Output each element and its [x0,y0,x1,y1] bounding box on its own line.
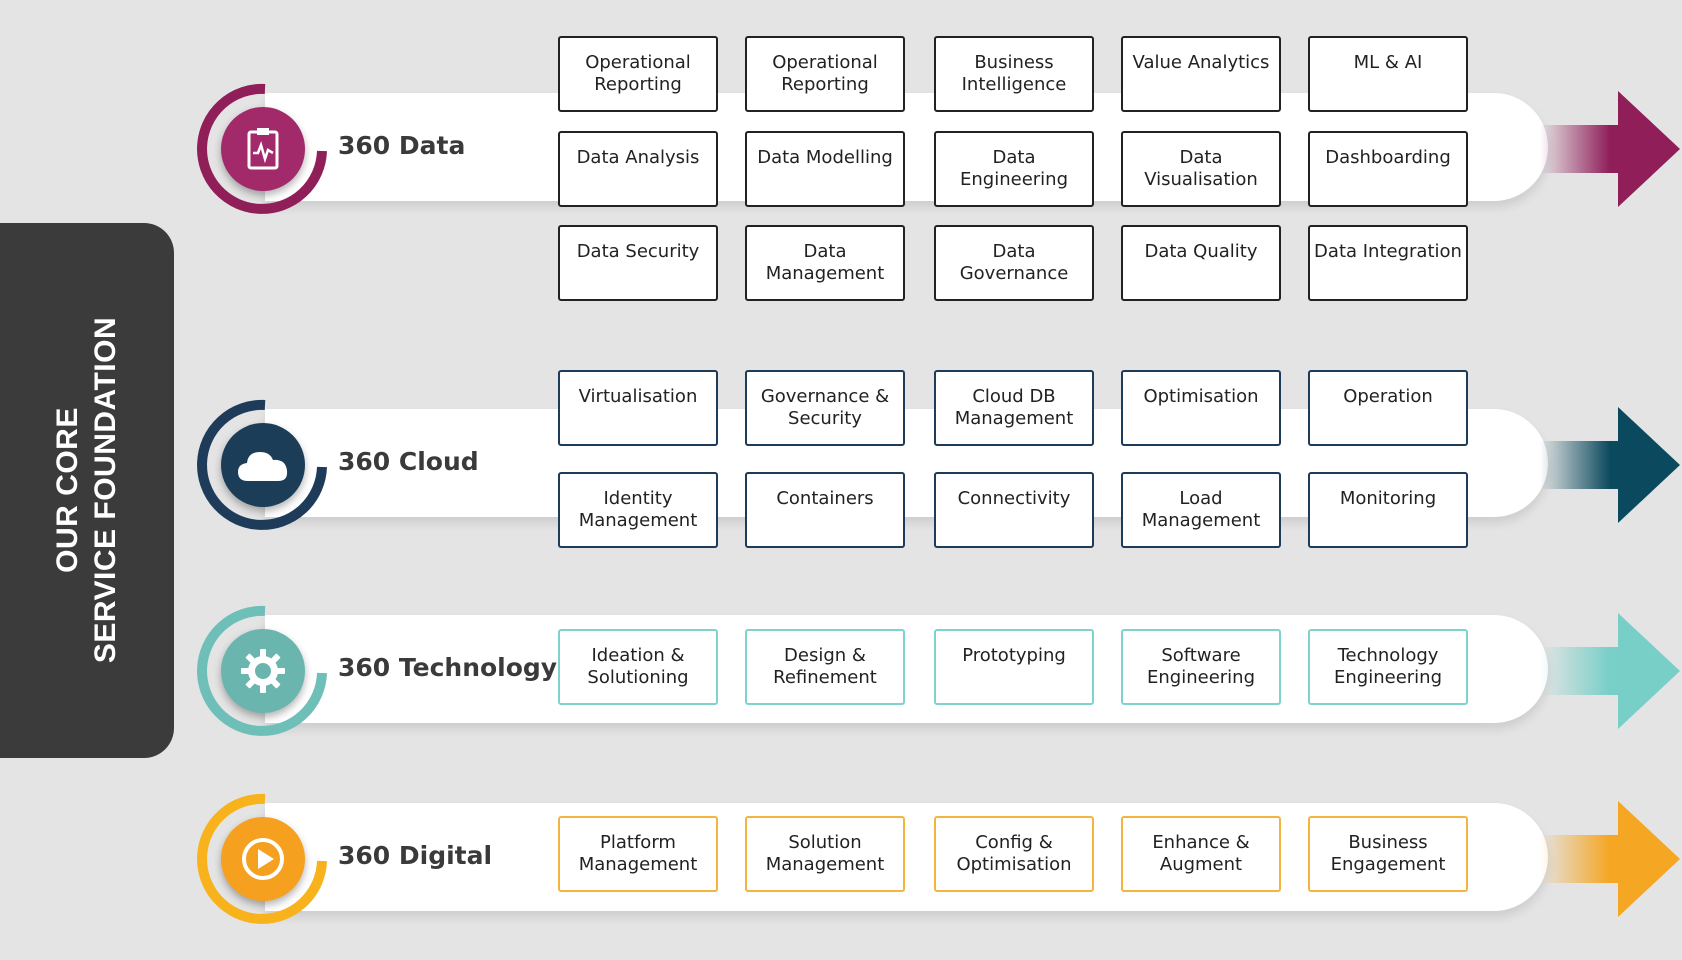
service-box: Monitoring [1308,472,1468,548]
service-box: Virtualisation [558,370,718,446]
row-title: 360 Cloud [338,447,479,476]
service-box: Identity Management [558,472,718,548]
service-box: Optimisation [1121,370,1281,446]
service-box: Data Engineering [934,131,1094,207]
progress-ring [197,83,327,214]
service-box: Platform Management [558,816,718,892]
progress-ring [197,793,327,924]
arrow-icon [1540,407,1680,523]
clipboard-chart-icon [221,107,305,191]
arrow-icon [1540,613,1680,729]
arrow-icon [1540,91,1680,207]
service-box: Dashboarding [1308,131,1468,207]
service-box: Governance & Security [745,370,905,446]
service-box: Operation [1308,370,1468,446]
row-title: 360 Technology [338,653,558,682]
service-box: Data Analysis [558,131,718,207]
service-box: Value Analytics [1121,36,1281,112]
service-box: Operational Reporting [558,36,718,112]
service-box: Business Intelligence [934,36,1094,112]
service-box: Data Quality [1121,225,1281,301]
service-box: Containers [745,472,905,548]
side-panel-label: OUR CORE SERVICE FOUNDATION [51,316,122,664]
play-icon [221,817,305,901]
service-box: ML & AI [1308,36,1468,112]
row-title: 360 Data [338,131,466,160]
gear-icon [221,629,305,713]
service-box: Data Governance [934,225,1094,301]
service-box: Data Security [558,225,718,301]
progress-ring [197,399,327,530]
progress-ring [197,605,327,736]
service-box: Connectivity [934,472,1094,548]
service-box: Business Engagement [1308,816,1468,892]
service-box: Prototyping [934,629,1094,705]
service-box: Ideation & Solutioning [558,629,718,705]
service-box: Design & Refinement [745,629,905,705]
row-title: 360 Digital [338,841,493,870]
service-box: Technology Engineering [1308,629,1468,705]
service-box: Data Integration [1308,225,1468,301]
service-box: Software Engineering [1121,629,1281,705]
service-box: Load Management [1121,472,1281,548]
service-box: Operational Reporting [745,36,905,112]
service-box: Data Management [745,225,905,301]
service-box: Data Visualisation [1121,131,1281,207]
cloud-icon [221,423,305,507]
service-box: Config & Optimisation [934,816,1094,892]
service-box: Solution Management [745,816,905,892]
arrow-icon [1540,801,1680,917]
service-box: Cloud DB Management [934,370,1094,446]
side-panel: OUR CORE SERVICE FOUNDATION [0,223,174,758]
service-box: Enhance & Augment [1121,816,1281,892]
service-box: Data Modelling [745,131,905,207]
